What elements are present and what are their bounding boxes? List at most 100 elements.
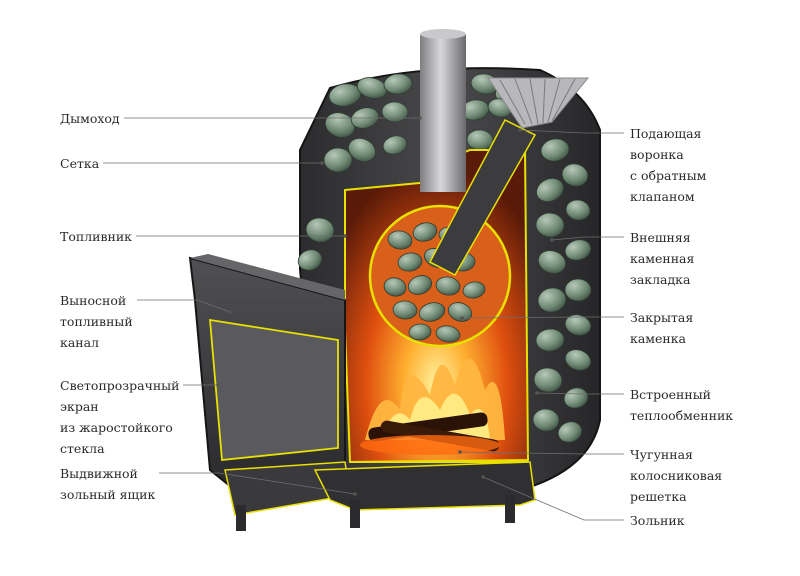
label-glass-screen-line: Светопрозрачный	[60, 378, 180, 393]
label-fuel-channel-line: топливный	[60, 314, 133, 329]
stone	[407, 275, 433, 295]
ash-pit-body	[313, 461, 536, 511]
label-cast-grate-line: Чугунная	[630, 447, 693, 462]
label-cast-grate-line: решетка	[630, 489, 687, 504]
leader-lines	[103, 116, 624, 521]
leader-outer-stones	[551, 236, 624, 241]
leader-fuel-channel	[137, 299, 231, 313]
leader-dot-closed-stones	[460, 316, 464, 320]
stone	[536, 178, 564, 202]
label-heat-exchanger: Встроенный теплообменник	[630, 384, 733, 426]
leader-dot-heat-exchanger	[535, 391, 539, 395]
leader-dot-mesh	[320, 161, 324, 165]
label-ash-drawer-line: зольный ящик	[60, 487, 156, 502]
burning-logs	[360, 412, 500, 455]
label-chimney-line: Дымоход	[60, 111, 120, 126]
label-glass-screen-line: экран	[60, 399, 99, 414]
stone	[462, 281, 486, 299]
label-feed-funnel-line: клапаном	[630, 189, 695, 204]
label-feed-funnel-line: с обратным	[630, 168, 707, 183]
leader-dot-firebox	[343, 234, 347, 238]
label-ash-pit-line: Зольник	[630, 513, 685, 528]
stone	[561, 163, 589, 187]
label-chimney: Дымоход	[60, 108, 120, 129]
stone	[563, 387, 589, 409]
chimney-pipe-top	[420, 29, 466, 39]
stone	[397, 252, 423, 272]
label-outer-stones-line: закладка	[630, 272, 691, 287]
stone	[447, 302, 473, 322]
stone	[382, 135, 408, 155]
leader-dot-ash-pit	[481, 475, 485, 479]
stone	[323, 147, 353, 173]
leader-closed-stones	[461, 316, 624, 319]
leader-dot-cast-grate	[458, 450, 462, 454]
leader-ash-pit	[482, 476, 624, 521]
label-outer-stones-line: Внешняя	[630, 230, 691, 245]
label-cast-grate-line: колосниковая	[630, 468, 723, 483]
label-closed-stones-line: каменка	[630, 331, 686, 346]
stone	[324, 112, 356, 138]
stone	[535, 212, 565, 238]
stone	[537, 250, 567, 274]
stone	[540, 138, 570, 162]
label-heat-exchanger-line: теплообменник	[630, 408, 734, 423]
leader-dot-fuel-channel	[228, 310, 232, 314]
stone	[408, 323, 432, 341]
label-glass-screen-line: стекла	[60, 441, 105, 456]
stone	[564, 278, 592, 302]
label-closed-stones-line: Закрытая	[630, 310, 694, 325]
funnel-ribs	[499, 78, 576, 125]
leader-dot-ash-drawer	[353, 492, 357, 496]
stone	[435, 276, 461, 296]
stove-legs	[236, 495, 515, 531]
stone	[565, 199, 591, 221]
stone	[564, 349, 592, 371]
stone	[297, 249, 323, 271]
leader-ash-drawer	[159, 472, 356, 495]
label-heat-exchanger-line: Встроенный	[630, 387, 711, 402]
feed-funnel-top	[487, 77, 590, 129]
label-fuel-channel: Выносной топливный канал	[60, 290, 133, 353]
fuel-channel-top	[190, 254, 345, 300]
stone	[435, 325, 461, 343]
label-outer-stones: Внешняя каменная закладка	[630, 227, 694, 290]
stone	[412, 222, 438, 242]
stone	[383, 73, 413, 95]
leader-dot-glass-screen	[216, 383, 220, 387]
label-firebox-line: Топливник	[60, 229, 132, 244]
stone	[533, 367, 563, 393]
label-ash-drawer: Выдвижной зольный ящик	[60, 463, 155, 505]
stone	[418, 302, 446, 322]
closed-stone-chamber	[368, 204, 512, 348]
label-cast-grate: Чугунная колосниковая решетка	[630, 444, 722, 507]
label-feed-funnel-line: Подающая	[630, 126, 702, 141]
leader-dot-feed-funnel	[518, 128, 522, 132]
label-fuel-channel-line: Выносной	[60, 293, 127, 308]
label-ash-pit: Зольник	[630, 510, 685, 531]
label-ash-drawer-line: Выдвижной	[60, 466, 138, 481]
label-mesh-line: Сетка	[60, 156, 100, 171]
stone	[383, 277, 407, 297]
stone	[535, 328, 565, 352]
leader-feed-funnel	[519, 129, 624, 134]
chimney-pipe	[420, 34, 466, 192]
stone	[392, 300, 418, 320]
stone	[537, 287, 567, 313]
stone	[356, 77, 388, 99]
label-outer-stones-line: каменная	[630, 251, 695, 266]
stone	[557, 421, 583, 443]
leader-heat-exchanger	[536, 392, 624, 395]
label-fuel-channel-line: канал	[60, 335, 99, 350]
stone	[564, 239, 592, 261]
label-mesh: Сетка	[60, 153, 99, 174]
stone	[564, 314, 592, 336]
label-firebox: Топливник	[60, 226, 132, 247]
leader-dot-chimney	[418, 116, 422, 120]
label-closed-stones: Закрытая каменка	[630, 307, 693, 349]
glass-screen-panel	[209, 318, 339, 461]
